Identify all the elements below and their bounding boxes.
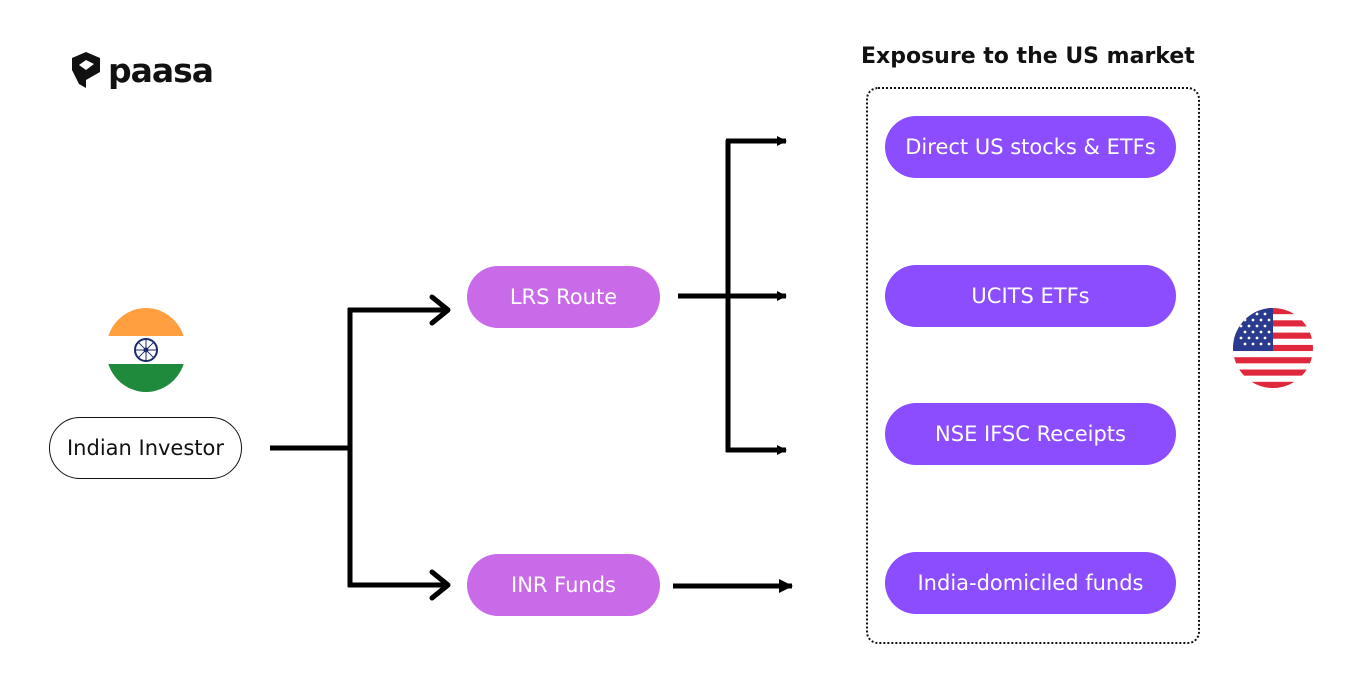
exposure-label: India-domiciled funds xyxy=(917,571,1144,595)
paasa-logo: paasa xyxy=(70,50,214,90)
exposure-label: NSE IFSC Receipts xyxy=(935,422,1126,446)
inr-funds-node: INR Funds xyxy=(467,554,660,616)
direct-us-stocks-node: Direct US stocks & ETFs xyxy=(885,116,1176,178)
indian-investor-node: Indian Investor xyxy=(49,417,242,479)
inr-arrowhead xyxy=(429,569,451,601)
nse-ifsc-receipts-node: NSE IFSC Receipts xyxy=(885,403,1176,465)
exposure-label: UCITS ETFs xyxy=(971,284,1090,308)
indian-investor-label: Indian Investor xyxy=(66,436,225,460)
exposure-label: Direct US stocks & ETFs xyxy=(905,135,1156,159)
brand-name: paasa xyxy=(108,50,214,90)
lrs-route-node: LRS Route xyxy=(467,266,660,328)
india-domiciled-funds-node: India-domiciled funds xyxy=(885,552,1176,614)
paasa-logo-icon xyxy=(72,52,100,88)
india-flag-icon xyxy=(106,308,186,392)
us-flag-icon xyxy=(1233,308,1313,388)
lrs-arrowhead xyxy=(429,294,451,326)
exposure-container xyxy=(866,87,1200,644)
lrs-route-label: LRS Route xyxy=(509,285,618,309)
ucits-etfs-node: UCITS ETFs xyxy=(885,265,1176,327)
exposure-heading: Exposure to the US market xyxy=(861,44,1195,69)
inr-funds-label: INR Funds xyxy=(511,573,616,597)
